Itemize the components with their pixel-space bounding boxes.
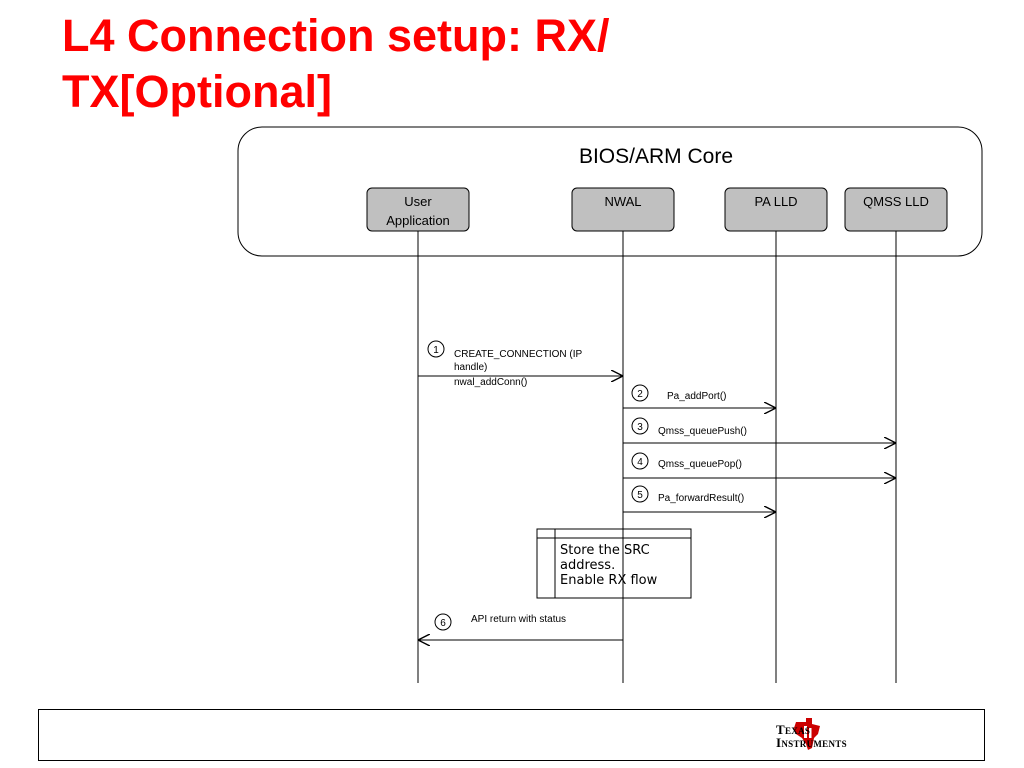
message-4: 4 Qmss_queuePop() (623, 452, 896, 478)
lane-label: NWAL (604, 194, 641, 209)
message-1: 1 CREATE_CONNECTION (IP handle) nwal_add… (418, 340, 623, 388)
lane-nwal: NWAL (571, 187, 675, 232)
step-number: 3 (637, 422, 643, 433)
note-line: Store the SRC (560, 543, 650, 558)
ti-logo-icon (794, 718, 820, 750)
lane-label-line2: Application (386, 213, 450, 228)
message-label: Qmss_queuePush() (658, 426, 747, 437)
lane-pa-lld: PA LLD (724, 187, 828, 232)
message-label: Pa_addPort() (667, 391, 726, 402)
message-5: 5 Pa_forwardResult() (623, 485, 776, 512)
lane-qmss-lld: QMSS LLD (844, 187, 948, 232)
step-number: 2 (637, 389, 643, 400)
ti-logo-text: Texas Instruments (776, 723, 847, 749)
message-label: API return with status (471, 614, 566, 625)
message-6: 6 API return with status (418, 613, 623, 640)
lane-label: QMSS LLD (863, 194, 929, 209)
note-box (536, 528, 692, 599)
message-3: 3 Qmss_queuePush() (623, 417, 896, 443)
message-label: handle) (454, 362, 487, 373)
core-box-label: BIOS/ARM Core (579, 145, 733, 168)
slide-title: L4 Connection setup: RX/ TX[Optional] (62, 10, 610, 117)
message-label: Qmss_queuePop() (658, 459, 742, 470)
lane-user-application: User Application (366, 187, 470, 232)
message-label: CREATE_CONNECTION (IP (454, 349, 582, 360)
note-line: address. (560, 558, 616, 573)
note-line: Enable RX flow (560, 573, 658, 588)
step-number: 6 (440, 618, 446, 629)
footer-bar (38, 709, 985, 761)
message-2: 2 Pa_addPort() (623, 384, 776, 408)
step-number: 4 (637, 457, 643, 468)
message-label: Pa_forwardResult() (658, 493, 744, 504)
logo-line1: Texas (776, 722, 811, 737)
lane-label-line1: User (404, 194, 432, 209)
message-label: nwal_addConn() (454, 377, 527, 388)
logo-line2: Instruments (776, 735, 847, 750)
lane-label: PA LLD (754, 194, 797, 209)
step-number: 1 (433, 345, 439, 356)
note-text: Store the SRC address. Enable RX flow (560, 543, 680, 588)
step-number: 5 (637, 490, 643, 501)
sequence-diagram: BIOS/ARM Core User Application NWAL PA L… (237, 126, 983, 683)
